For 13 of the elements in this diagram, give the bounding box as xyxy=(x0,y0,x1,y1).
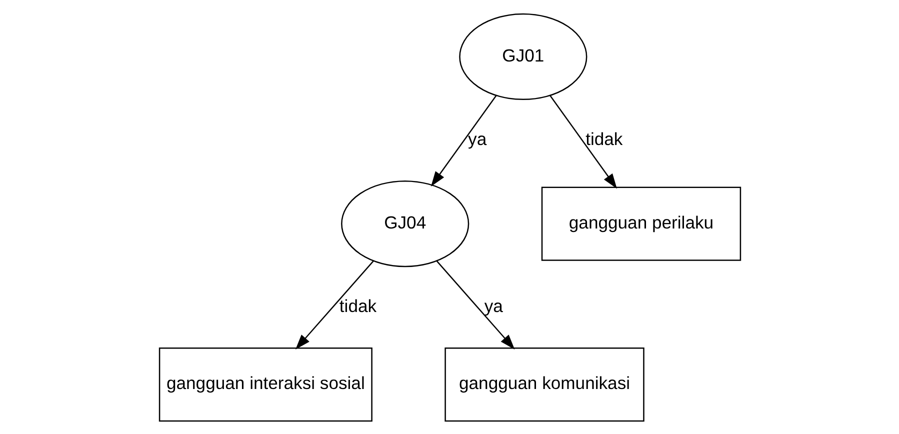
node-ellipse: GJ01 xyxy=(458,12,587,100)
arrow xyxy=(549,94,616,188)
arrow xyxy=(294,260,374,349)
arrow xyxy=(430,94,496,186)
edge-label: ya xyxy=(484,295,502,316)
edge-label: tidak xyxy=(585,128,622,148)
edge-label: ya xyxy=(468,128,486,148)
node-box: gangguan interaksi sosial xyxy=(158,347,372,422)
node-box: gangguan komunikasi xyxy=(444,347,644,422)
arrow xyxy=(436,260,514,349)
edge-label: tidak xyxy=(338,295,376,316)
node-ellipse: GJ04 xyxy=(340,180,469,267)
node-box: gangguan perilaku xyxy=(540,186,741,260)
